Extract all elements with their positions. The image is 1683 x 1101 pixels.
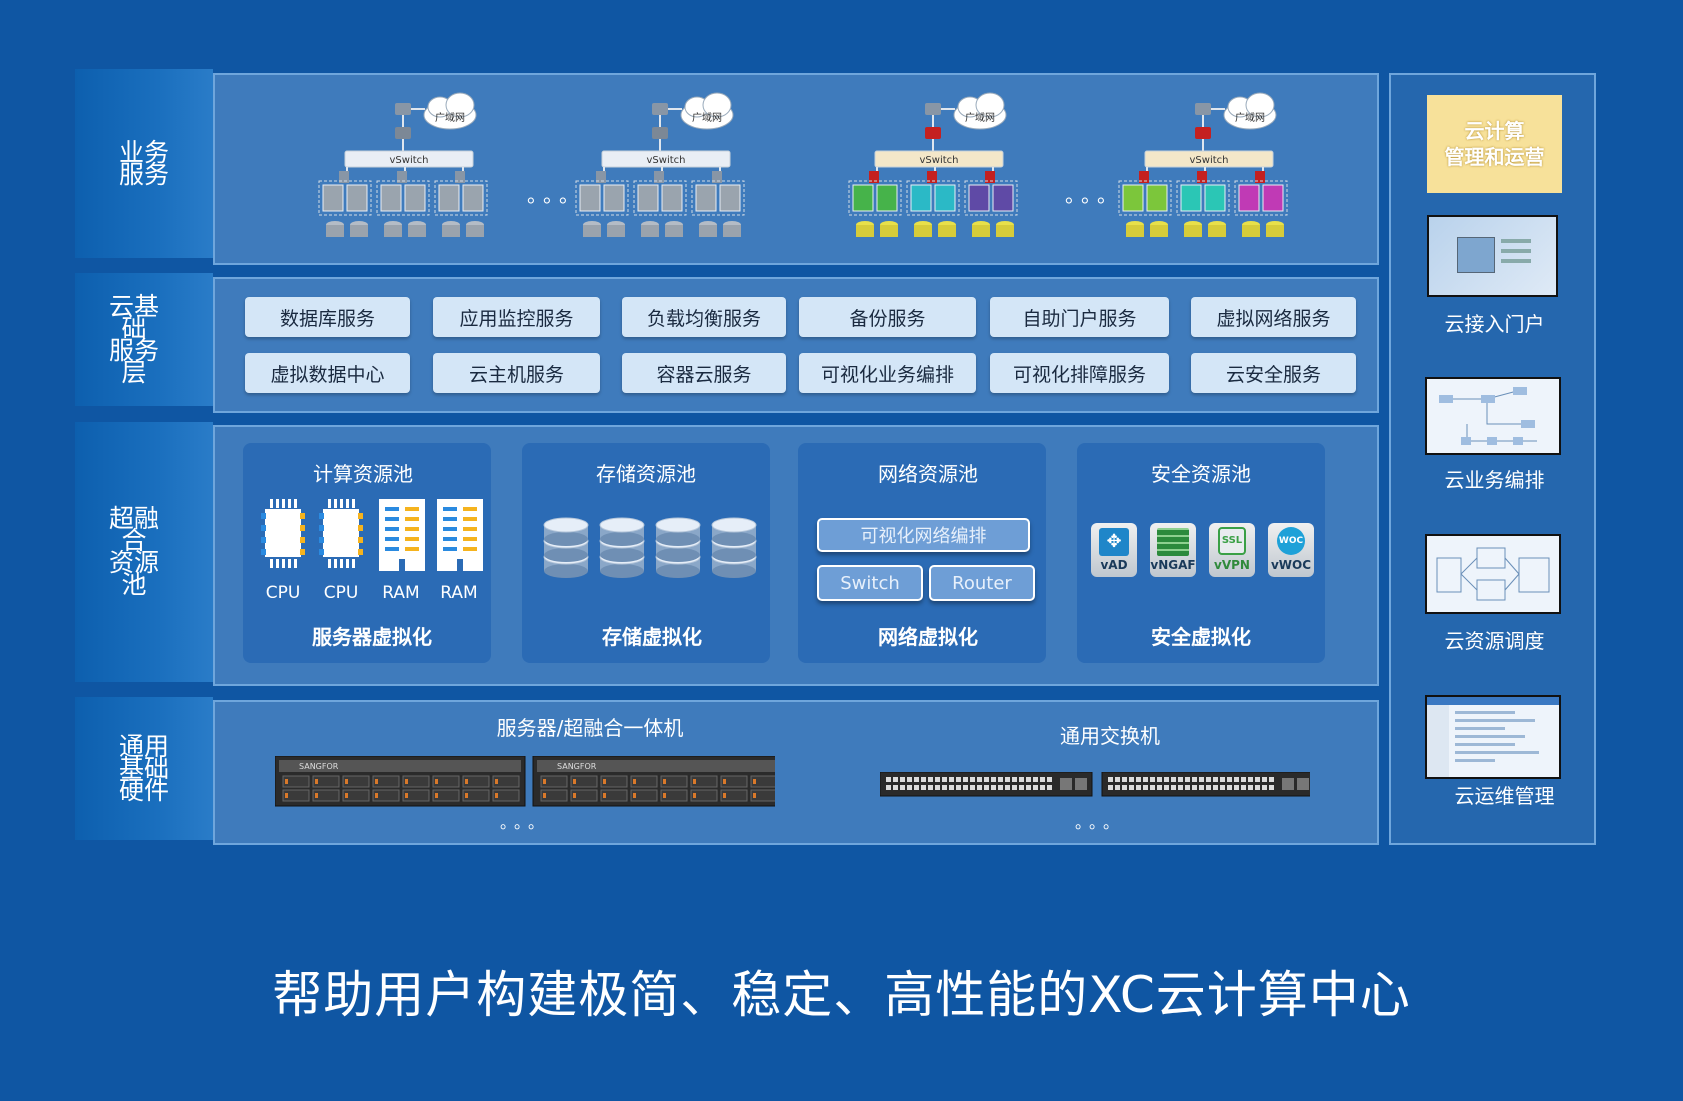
switch-ellipsis: 。。。 <box>1075 813 1126 832</box>
business-topology-3: 广域网 vSwitch <box>848 92 1018 237</box>
svg-text:广域网: 广域网 <box>1235 111 1265 124</box>
layer-label-cloud-base: 云基础服务层 <box>75 273 213 406</box>
security-pool-subtitle: 安全虚拟化 <box>1151 625 1251 649</box>
storage-disk-icon <box>543 517 589 578</box>
server-title: 服务器/超融合一体机 <box>496 716 684 740</box>
portal-thumbnail[interactable] <box>1427 215 1558 297</box>
cloud-ops-label[interactable]: 云运维管理 <box>1454 784 1555 808</box>
ram-label-2: RAM <box>440 583 478 603</box>
business-topology-4: 广域网 vSwitch <box>1118 92 1288 237</box>
network-pool: 网络资源池 可视化网络编排 Switch Router 网络虚拟化 <box>798 443 1046 663</box>
service-visual-orchestration[interactable]: 可视化业务编排 <box>799 353 976 393</box>
ops-thumbnail[interactable] <box>1425 695 1561 779</box>
server-ellipsis: 。。。 <box>500 813 551 832</box>
layer-label-hardware: 通用基础硬件 <box>75 697 213 840</box>
storage-pool-title: 存储资源池 <box>596 462 696 486</box>
network-switch-icon <box>1101 772 1310 797</box>
scheduling-thumbnail[interactable] <box>1425 534 1561 614</box>
svg-text:vSwitch: vSwitch <box>920 155 959 166</box>
service-database[interactable]: 数据库服务 <box>245 297 410 337</box>
storage-disks <box>543 517 757 578</box>
router-button[interactable]: Router <box>929 565 1035 601</box>
compute-pool: 计算资源池 <box>243 443 491 663</box>
service-cloud-host[interactable]: 云主机服务 <box>433 353 600 393</box>
ram-icon <box>379 499 425 571</box>
cpu-icon <box>261 499 305 568</box>
storage-disk-icon <box>599 517 645 578</box>
servers-illustration: SANGFOR SANGFOR <box>275 756 775 807</box>
network-pool-title: 网络资源池 <box>878 462 978 486</box>
service-backup[interactable]: 备份服务 <box>799 297 976 337</box>
cloud-scheduling-label[interactable]: 云资源调度 <box>1444 629 1545 653</box>
cloud-portal-label[interactable]: 云接入门户 <box>1444 312 1545 336</box>
network-switch-icon <box>880 772 1093 797</box>
service-self-portal[interactable]: 自助门户服务 <box>990 297 1169 337</box>
management-panel: 云计算管理和运营 云接入门户 云业务编排 云资源调度 云运维管理 <box>1389 73 1596 845</box>
svg-text:vSwitch: vSwitch <box>647 155 686 166</box>
vvpn-icon: SSL vVPN <box>1209 523 1255 577</box>
storage-disk-icon <box>655 517 701 578</box>
service-app-monitor[interactable]: 应用监控服务 <box>433 297 600 337</box>
svg-text:广域网: 广域网 <box>435 111 465 124</box>
service-visual-troubleshoot[interactable]: 可视化排障服务 <box>990 353 1169 393</box>
visual-network-orchestration-button[interactable]: 可视化网络编排 <box>817 518 1030 552</box>
hardware-panel: 服务器/超融合一体机 通用交换机 SANGFOR SANGFOR 。。。 。。。 <box>213 700 1379 845</box>
vwoc-icon: WOC vWOC <box>1268 523 1314 577</box>
security-pool-title: 安全资源池 <box>1151 462 1251 486</box>
svg-text:广域网: 广域网 <box>965 111 995 124</box>
server-rack-icon: SANGFOR <box>532 756 775 807</box>
cloud-services-panel: 数据库服务 应用监控服务 负载均衡服务 备份服务 自助门户服务 虚拟网络服务 虚… <box>213 277 1379 413</box>
ram-icon <box>437 499 483 571</box>
security-pool: 安全资源池 ✥ vAD vNGAF SSL vVPN WOC vWOC 安全虚拟… <box>1077 443 1325 663</box>
layer-label-hci-pool: 超融合资源池 <box>75 422 213 682</box>
storage-pool: 存储资源池 存储虚拟化 <box>522 443 770 663</box>
security-icons: ✥ vAD vNGAF SSL vVPN WOC vWOC <box>1091 523 1323 583</box>
server-rack-icon: SANGFOR <box>275 756 526 807</box>
svg-text:SANGFOR: SANGFOR <box>299 762 339 771</box>
svg-text:vSwitch: vSwitch <box>390 155 429 166</box>
service-virtual-dc[interactable]: 虚拟数据中心 <box>245 353 410 393</box>
ram-label-1: RAM <box>382 583 420 603</box>
hci-pool-panel: 计算资源池 <box>213 425 1379 686</box>
layer-label-business: 业务服务 <box>75 69 213 258</box>
vad-icon: ✥ vAD <box>1091 523 1137 577</box>
service-load-balance[interactable]: 负载均衡服务 <box>622 297 786 337</box>
service-container[interactable]: 容器云服务 <box>622 353 786 393</box>
business-panel: 广域网 vSwitch 广域网 vSwitch 广域网 vSwitch 广域网 vSwitch… <box>213 73 1379 265</box>
service-virtual-network[interactable]: 虚拟网络服务 <box>1191 297 1356 337</box>
svg-text:广域网: 广域网 <box>692 111 722 124</box>
vngaf-icon: vNGAF <box>1150 523 1196 577</box>
storage-disk-icon <box>711 517 757 578</box>
orchestration-thumbnail[interactable] <box>1425 377 1561 455</box>
svg-text:SANGFOR: SANGFOR <box>557 762 597 771</box>
storage-pool-subtitle: 存储虚拟化 <box>602 625 702 649</box>
cpu-icon <box>319 499 363 568</box>
svg-text:vSwitch: vSwitch <box>1190 155 1229 166</box>
cloud-management-header: 云计算管理和运营 <box>1427 95 1562 193</box>
network-pool-subtitle: 网络虚拟化 <box>878 625 978 649</box>
business-topology-1: 广域网 vSwitch <box>318 92 488 237</box>
cpu-label-1: CPU <box>265 583 301 603</box>
switch-button[interactable]: Switch <box>817 565 923 601</box>
footer-slogan: 帮助用户构建极简、稳定、高性能的XC云计算中心 <box>272 966 1411 1024</box>
compute-pool-title: 计算资源池 <box>313 462 413 486</box>
cloud-orchestration-label[interactable]: 云业务编排 <box>1444 468 1545 492</box>
business-ellipsis-2: 。。。 <box>1065 183 1123 207</box>
cpu-label-2: CPU <box>323 583 359 603</box>
business-ellipsis-1: 。。。 <box>527 183 585 207</box>
business-topology-diagram: 广域网 vSwitch 广域网 vSwitch 广域网 vSwitch 广域网 vSwitch <box>318 92 1288 237</box>
compute-pool-subtitle: 服务器虚拟化 <box>312 625 432 649</box>
compute-icons <box>261 499 483 571</box>
switch-title: 通用交换机 <box>1060 724 1160 748</box>
switches-illustration <box>880 772 1310 797</box>
business-topology-2: 广域网 vSwitch <box>575 92 745 237</box>
service-cloud-security[interactable]: 云安全服务 <box>1191 353 1356 393</box>
